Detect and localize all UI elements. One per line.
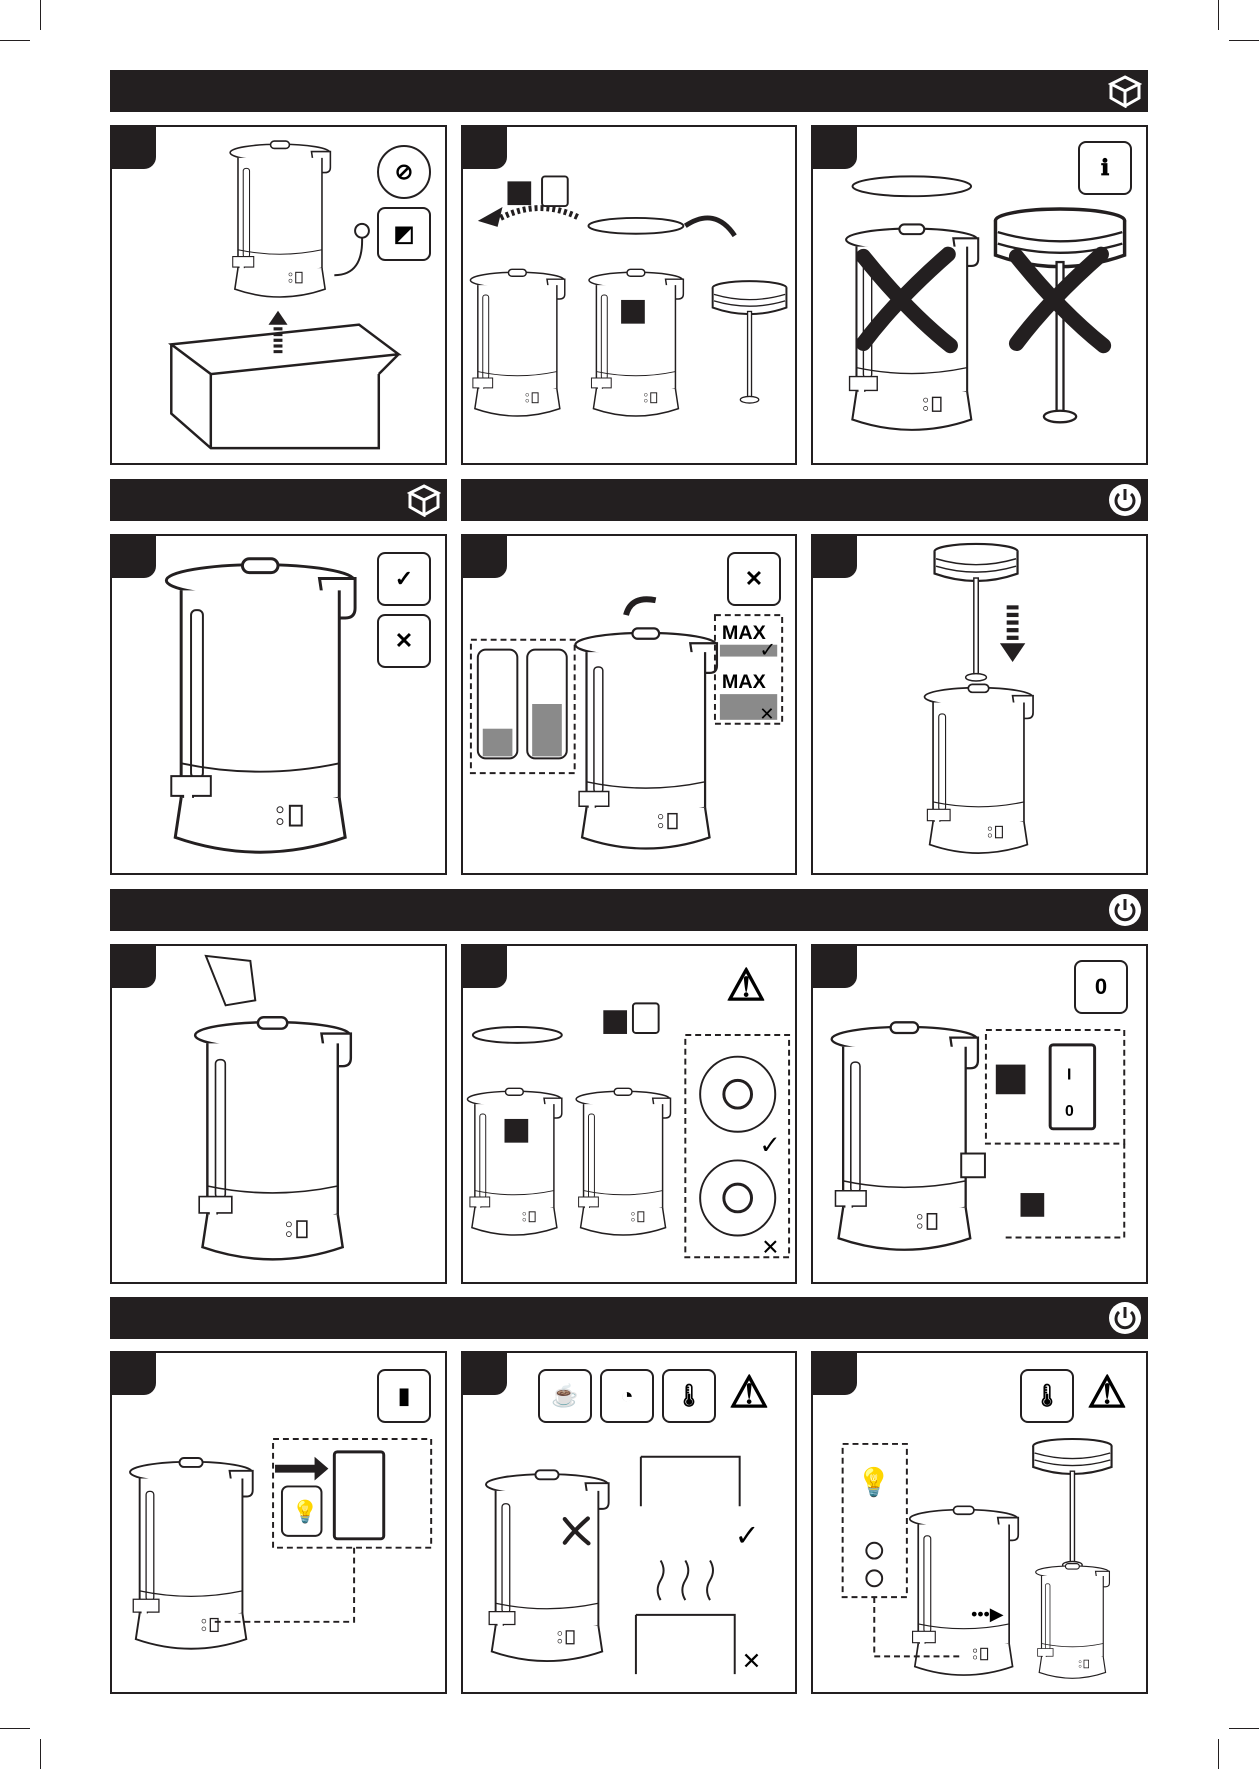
warning-icon: ⚠	[721, 960, 771, 1010]
step-number	[463, 946, 507, 988]
step-panel-insert-filter	[811, 534, 1148, 875]
step-panel-brewing: ✓ ✕ ☕ ◔ 🌡 ⚠	[461, 1351, 797, 1694]
brewing-illustration: ✓ ✕	[484, 1455, 762, 1675]
step-panel-add-coffee	[110, 944, 447, 1284]
check-icon: ✓	[759, 1132, 781, 1160]
lamp-icon: 💡	[856, 1465, 890, 1498]
plug-in-illustration: I 0	[830, 1021, 1126, 1251]
step-panel-switch-on: 💡 ▮	[110, 1351, 447, 1694]
box-icon	[1108, 74, 1142, 108]
open-lid-illustration	[469, 175, 788, 418]
thermometer-down-icon: 🌡	[1020, 1369, 1074, 1423]
step-number	[112, 946, 156, 988]
crop-mark	[40, 1739, 41, 1769]
step-panel-plug-in: I 0 0	[811, 944, 1148, 1284]
do-not-immerse-illustration	[844, 175, 1127, 432]
step-panel-clean: ✓ ✕	[110, 534, 447, 875]
brew-time-icon: ☕	[538, 1369, 592, 1423]
no-dishwasher-icon: ✕	[727, 552, 781, 606]
max-overfill-label: MAX	[722, 671, 766, 693]
remove-filter-illustration: 💡 •••▶	[841, 1437, 1113, 1680]
step-number	[813, 1353, 857, 1395]
cross-icon: ✕	[761, 1234, 779, 1259]
lamp-on-icon: 💡	[292, 1499, 319, 1524]
crop-mark	[1218, 1739, 1219, 1769]
close-lid-illustration: ✓ ✕	[466, 1002, 791, 1259]
step-panel-unbox: ⊘ ◩	[110, 125, 447, 465]
no-children-icon: ⊘	[377, 145, 431, 199]
step-panel-open-lid	[461, 125, 797, 465]
step-number	[463, 536, 507, 578]
step-panel-do-not-immerse: ℹ	[811, 125, 1148, 465]
hot-surface-icon: ⚠	[724, 1367, 774, 1417]
section-header-unpacking	[110, 70, 1148, 112]
insert-filter-illustration	[923, 542, 1034, 854]
step-panel-fill-water: MAX MAX ✓ ✕ ✕	[461, 534, 797, 875]
box-icon	[407, 483, 441, 517]
step-number	[463, 1353, 507, 1395]
step-number	[813, 946, 857, 988]
crop-mark	[40, 0, 41, 30]
crop-mark	[1229, 1728, 1259, 1729]
info-manual-icon: ℹ	[1078, 141, 1132, 195]
switch-off-icon: 0	[1074, 960, 1128, 1014]
dry-cloth-ok-icon: ✓	[377, 552, 431, 606]
abrasive-not-ok-icon: ✕	[377, 614, 431, 668]
section-header-preparation	[110, 889, 1148, 931]
cross-icon: ✕	[742, 1649, 762, 1675]
crop-mark	[1229, 40, 1259, 41]
section-header-cleaning	[110, 479, 447, 521]
power-icon	[1108, 1301, 1142, 1335]
urn-unbox-illustration	[168, 140, 402, 450]
crop-mark	[0, 1728, 30, 1729]
check-icon: ✓	[759, 640, 776, 662]
step-number	[813, 536, 857, 578]
power-icon	[1108, 893, 1142, 927]
check-icon: ✓	[735, 1520, 760, 1553]
switch-off-mark: 0	[1065, 1103, 1074, 1120]
clock-icon: ◔	[600, 1369, 654, 1423]
step-number	[112, 127, 156, 169]
power-icon	[1108, 483, 1142, 517]
arrow-right-icon: •••▶	[971, 1604, 1004, 1624]
crop-mark	[1218, 0, 1219, 30]
thermometer-icon: 🌡	[662, 1369, 716, 1423]
crop-mark	[0, 40, 30, 41]
switch-on-illustration: 💡	[128, 1438, 433, 1650]
max-ok-label: MAX	[722, 622, 766, 644]
section-header-operation	[110, 1297, 1148, 1339]
cross-icon: ✕	[759, 704, 774, 724]
step-panel-close-lid: ✓ ✕ ⚠	[461, 944, 797, 1284]
add-coffee-illustration	[193, 954, 353, 1261]
section-header-first-use	[461, 479, 1148, 521]
remove-film-icon: ◩	[377, 207, 431, 261]
switch-on-mark: I	[1067, 1066, 1071, 1083]
step-number	[463, 127, 507, 169]
step-number	[112, 1353, 156, 1395]
fill-water-illustration: MAX MAX ✓ ✕	[469, 596, 784, 850]
heating-level-icon: ▮	[377, 1369, 431, 1423]
step-number	[813, 127, 857, 169]
step-panel-remove-filter: 💡 •••▶ 🌡 ⚠	[811, 1351, 1148, 1694]
hot-surface-icon: ⚠	[1082, 1367, 1132, 1417]
step-number	[112, 536, 156, 578]
